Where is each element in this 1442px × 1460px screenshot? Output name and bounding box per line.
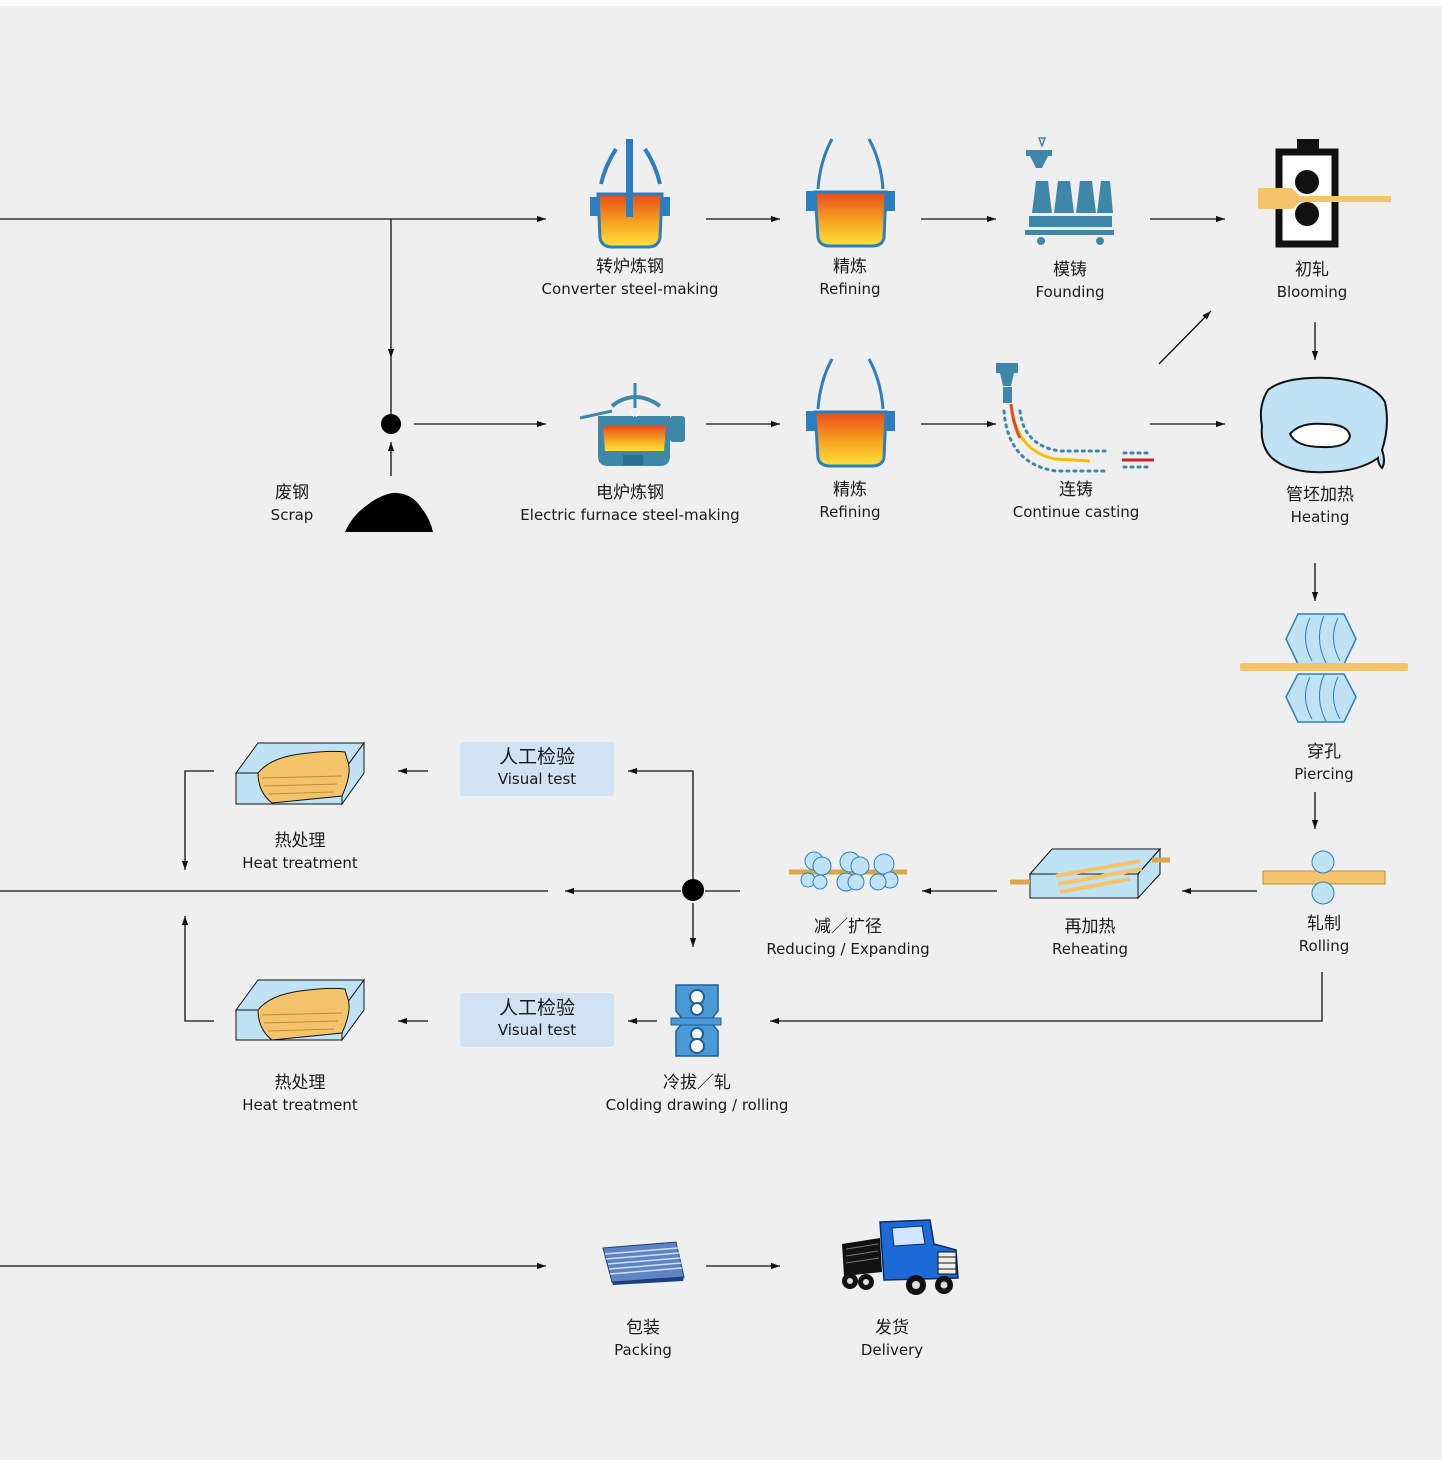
step-label-reheating: 再加热 Reheating	[1052, 916, 1128, 960]
label-en: Scrap	[270, 506, 314, 524]
step-label-reducing: 减／扩径 Reducing / Expanding	[766, 916, 929, 960]
rolling-mill-icon	[1262, 850, 1386, 905]
label-zh: 电炉炼钢	[596, 483, 664, 503]
label-zh: 初轧	[1295, 260, 1329, 280]
blooming-mill-icon	[1258, 139, 1391, 248]
label-zh: 人工检验	[498, 997, 575, 1019]
label-zh: 再加热	[1064, 917, 1116, 937]
step-label-converter: 转炉炼钢 Converter steel-making	[542, 256, 719, 300]
label-en: Electric furnace steel-making	[520, 506, 740, 524]
heating-furnace-icon	[1259, 376, 1388, 474]
label-zh: 冷拔／轧	[662, 1073, 731, 1093]
label-zh: 热处理	[274, 1073, 326, 1093]
step-label-heat-treatment-1: 热处理 Heat treatment	[242, 830, 358, 874]
ladle-icon	[806, 358, 895, 468]
label-en: Piercing	[1294, 765, 1354, 783]
label-en: Heat treatment	[242, 1096, 358, 1114]
step-label-delivery: 发货 Delivery	[861, 1317, 923, 1361]
label-zh: 精炼	[832, 480, 867, 500]
flow-diagram-graphics	[0, 137, 1408, 1295]
step-label-cold-drawing: 冷拔／轧 Colding drawing / rolling	[606, 1072, 789, 1116]
continuous-casting-icon	[996, 363, 1154, 473]
label-zh: 模铸	[1052, 260, 1087, 280]
label-en: Founding	[1035, 283, 1105, 301]
label-zh: 转炉炼钢	[596, 257, 664, 277]
piercing-mill-icon	[1240, 613, 1408, 723]
label-zh: 发货	[874, 1318, 909, 1338]
label-en: Colding drawing / rolling	[605, 1096, 789, 1114]
label-en: Blooming	[1276, 283, 1348, 301]
label-zh: 包装	[625, 1318, 660, 1338]
label-en: Packing	[614, 1341, 672, 1359]
label-en: Refining	[819, 503, 881, 521]
arrow-casting-to-blooming	[1158, 310, 1212, 365]
heat-treatment-furnace-icon	[235, 741, 365, 806]
label-en: Converter steel-making	[541, 280, 719, 298]
step-label-refining-1: 精炼 Refining	[819, 256, 880, 300]
step-label-heating: 管坯加热 Heating	[1286, 484, 1354, 528]
label-zh: 废钢	[275, 483, 309, 503]
electric-furnace-icon	[579, 383, 685, 466]
arrow-rolling-to-cold	[770, 972, 1323, 1025]
step-label-rolling: 轧制 Rolling	[1299, 913, 1349, 957]
packing-bundle-icon	[602, 1241, 685, 1285]
label-en: Heating	[1290, 508, 1350, 526]
label-zh: 精炼	[832, 257, 867, 277]
step-label-founding: 模铸 Founding	[1035, 259, 1104, 303]
step-label-blooming: 初轧 Blooming	[1277, 259, 1348, 303]
scrap-heap-icon	[345, 492, 433, 532]
label-zh: 人工检验	[498, 746, 575, 768]
ladle-icon	[806, 138, 895, 248]
arrow-junction-to-visual-test	[628, 767, 694, 879]
label-en: Rolling	[1298, 937, 1350, 955]
cold-drawing-icon	[670, 984, 722, 1057]
step-label-packing: 包装 Packing	[614, 1317, 672, 1361]
mould-casting-icon	[1025, 137, 1114, 245]
step-label-casting: 连铸 Continue casting	[1013, 479, 1140, 523]
step-label-scrap: 废钢 Scrap	[271, 482, 314, 526]
label-zh: 连铸	[1059, 480, 1093, 500]
label-en: Refining	[819, 280, 881, 298]
label-zh: 减／扩径	[814, 917, 882, 937]
junction-dot-scrap	[381, 414, 401, 434]
reheating-furnace-icon	[1010, 847, 1170, 900]
label-en: Delivery	[860, 1341, 924, 1359]
heat-treatment-furnace-icon	[235, 978, 365, 1042]
step-label-refining-2: 精炼 Refining	[819, 479, 880, 523]
flow-arrows	[0, 215, 1323, 1270]
process-flow-diagram: 转炉炼钢 Converter steel-making 精炼 Refining …	[0, 6, 1442, 1460]
visual-test-box-1: 人工检验 Visual test	[460, 742, 614, 796]
reducing-stand-icon	[789, 851, 907, 892]
label-zh: 轧制	[1307, 914, 1341, 934]
label-en: Reducing / Expanding	[766, 940, 930, 958]
label-zh: 管坯加热	[1286, 485, 1354, 505]
label-en: Continue casting	[1012, 503, 1140, 521]
step-label-piercing: 穿孔 Piercing	[1294, 741, 1353, 785]
label-zh: 穿孔	[1307, 742, 1341, 762]
converter-icon	[590, 139, 670, 249]
visual-test-box-2: 人工检验 Visual test	[460, 993, 614, 1047]
label-en: Visual test	[497, 770, 577, 788]
arrow-heat2-up	[181, 916, 214, 1022]
label-en: Reheating	[1052, 940, 1128, 958]
label-zh: 热处理	[274, 831, 326, 851]
truck-icon	[842, 1219, 959, 1295]
label-en: Heat treatment	[242, 854, 358, 872]
step-label-electric: 电炉炼钢 Electric furnace steel-making	[520, 482, 739, 526]
arrow-heat1-down	[181, 770, 214, 870]
step-label-heat-treatment-2: 热处理 Heat treatment	[242, 1072, 358, 1116]
label-en: Visual test	[497, 1021, 577, 1039]
junction-dot-output	[682, 879, 704, 901]
